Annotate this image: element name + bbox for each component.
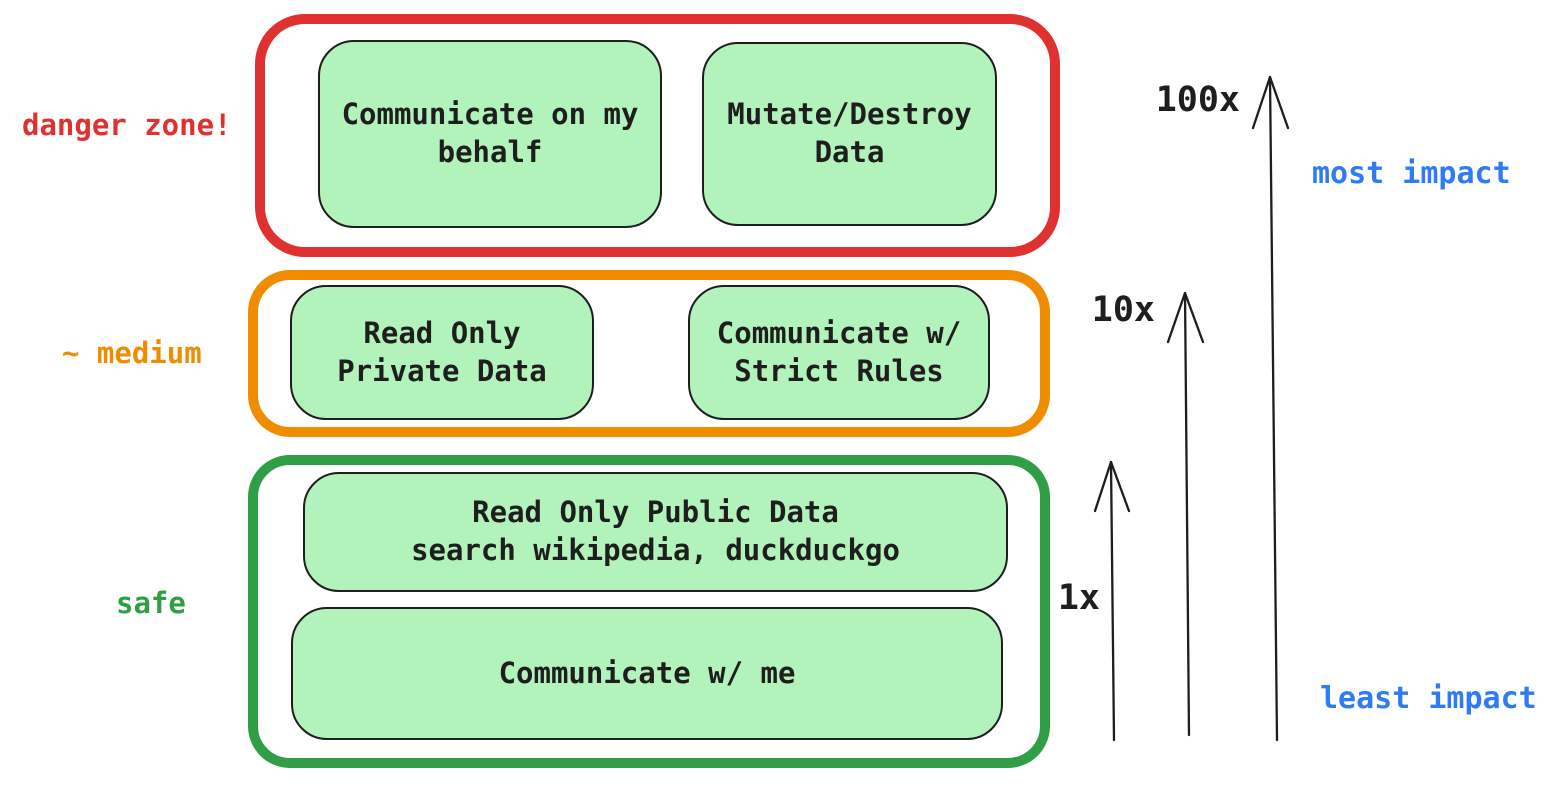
medium-zone-container: Read Only Private Data Communicate w/ St…: [248, 270, 1050, 437]
impact-arrow-1x: [1093, 460, 1131, 742]
safe-zone-container: Read Only Public Data search wikipedia, …: [248, 455, 1050, 768]
impact-multiplier-1x: 1x: [1057, 578, 1100, 618]
safe-zone-label: safe: [116, 586, 186, 620]
impact-multiplier-10x: 10x: [1091, 290, 1155, 330]
impact-arrow-100x: [1251, 75, 1290, 742]
medium-zone-label: ~ medium: [62, 336, 202, 370]
danger-zone-container: Communicate on my behalf Mutate/Destroy …: [255, 14, 1060, 257]
impact-multiplier-100x: 100x: [1155, 80, 1240, 120]
capability-communicate-with-me: Communicate w/ me: [291, 607, 1003, 740]
capability-mutate-destroy-data: Mutate/Destroy Data: [702, 42, 997, 226]
danger-zone-label: danger zone!: [22, 108, 232, 142]
capability-read-only-private-data: Read Only Private Data: [290, 285, 594, 420]
most-impact-label: most impact: [1312, 156, 1511, 191]
impact-arrow-10x: [1166, 291, 1205, 737]
capability-read-only-public-data: Read Only Public Data search wikipedia, …: [303, 472, 1008, 592]
capability-communicate-on-my-behalf: Communicate on my behalf: [318, 40, 662, 228]
capability-communicate-strict-rules: Communicate w/ Strict Rules: [688, 285, 990, 420]
least-impact-label: least impact: [1320, 681, 1537, 716]
